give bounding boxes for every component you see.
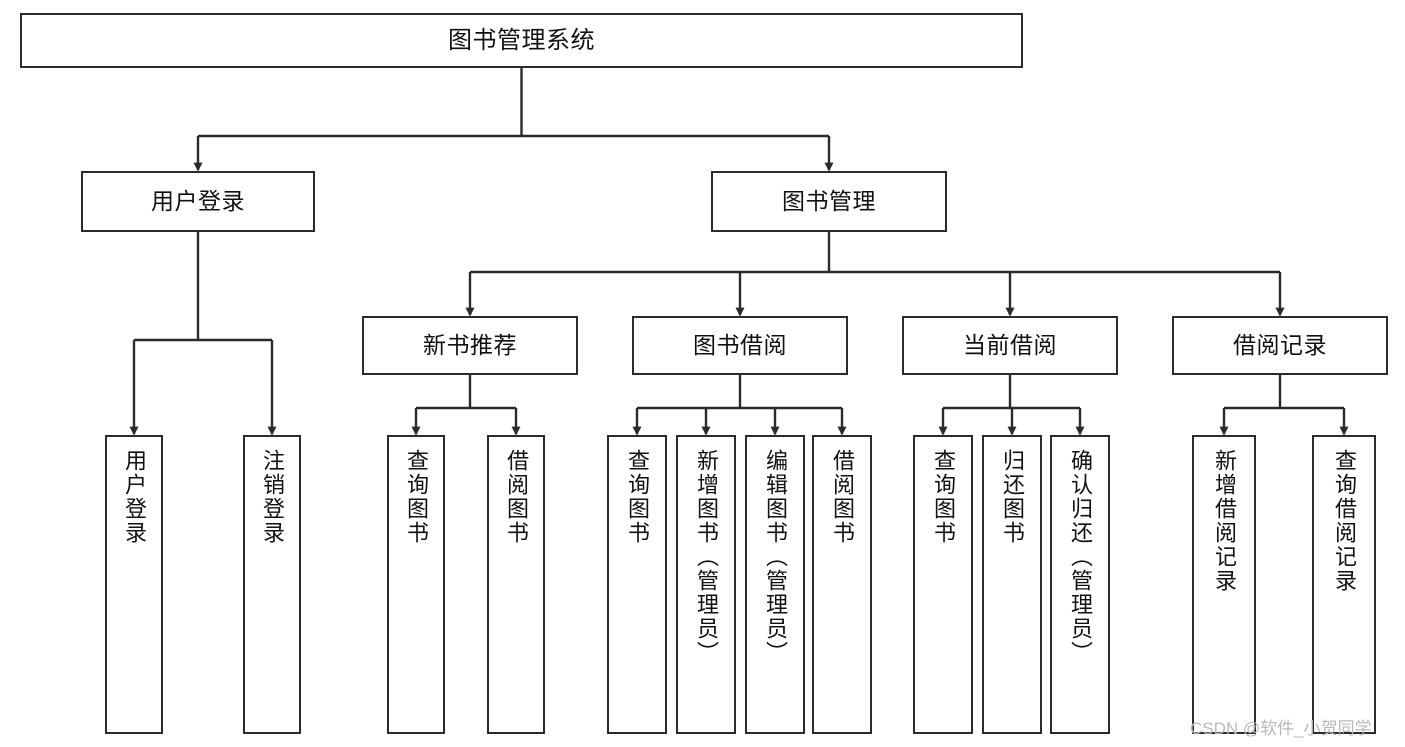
- node-leaf-rec-borrow[interactable]: 借阅图书: [487, 435, 545, 734]
- node-label: 确认归还（管理员）: [1068, 449, 1093, 665]
- node-leaf-user-login[interactable]: 用户登录: [105, 435, 163, 734]
- node-leaf-br-add[interactable]: 新增借阅记录: [1192, 435, 1256, 734]
- node-label: 编辑图书（管理员）: [763, 449, 788, 665]
- node-label: 注销登录: [260, 449, 285, 545]
- node-leaf-cb-confirm[interactable]: 确认归还（管理员）: [1050, 435, 1110, 734]
- node-leaf-user-logout[interactable]: 注销登录: [243, 435, 301, 734]
- node-label: 新书推荐: [423, 332, 517, 359]
- node-leaf-bb-edit[interactable]: 编辑图书（管理员）: [745, 435, 805, 734]
- node-label: 图书管理: [782, 188, 876, 215]
- node-label: 查询图书: [404, 449, 429, 545]
- node-user-login[interactable]: 用户登录: [81, 171, 315, 232]
- node-book-borrow[interactable]: 图书借阅: [632, 316, 848, 375]
- node-label: 新增借阅记录: [1212, 449, 1237, 593]
- node-label: 用户登录: [122, 449, 147, 545]
- node-leaf-bb-borrow[interactable]: 借阅图书: [812, 435, 872, 734]
- edges-group: [129, 68, 1349, 436]
- node-new-book-rec[interactable]: 新书推荐: [362, 316, 578, 375]
- node-root[interactable]: 图书管理系统: [20, 13, 1023, 68]
- node-label: 借阅图书: [504, 449, 529, 545]
- node-label: 查询图书: [931, 449, 956, 545]
- node-leaf-bb-query[interactable]: 查询图书: [607, 435, 667, 734]
- node-leaf-br-query[interactable]: 查询借阅记录: [1312, 435, 1376, 734]
- node-label: 新增图书（管理员）: [694, 449, 719, 665]
- node-current-borrow[interactable]: 当前借阅: [902, 316, 1118, 375]
- node-label: 归还图书: [1000, 449, 1025, 545]
- node-leaf-bb-add[interactable]: 新增图书（管理员）: [676, 435, 736, 734]
- node-leaf-cb-query[interactable]: 查询图书: [913, 435, 973, 734]
- node-leaf-cb-return[interactable]: 归还图书: [982, 435, 1042, 734]
- node-borrow-record[interactable]: 借阅记录: [1172, 316, 1388, 375]
- node-label: 查询借阅记录: [1332, 449, 1357, 593]
- node-label: 当前借阅: [963, 332, 1057, 359]
- node-label: 用户登录: [151, 188, 245, 215]
- node-label: 查询图书: [625, 449, 650, 545]
- node-book-manage[interactable]: 图书管理: [711, 171, 947, 232]
- node-label: 借阅图书: [830, 449, 855, 545]
- node-leaf-rec-query[interactable]: 查询图书: [387, 435, 445, 734]
- node-label: 图书借阅: [693, 332, 787, 359]
- node-label: 图书管理系统: [448, 26, 595, 54]
- node-label: 借阅记录: [1233, 332, 1327, 359]
